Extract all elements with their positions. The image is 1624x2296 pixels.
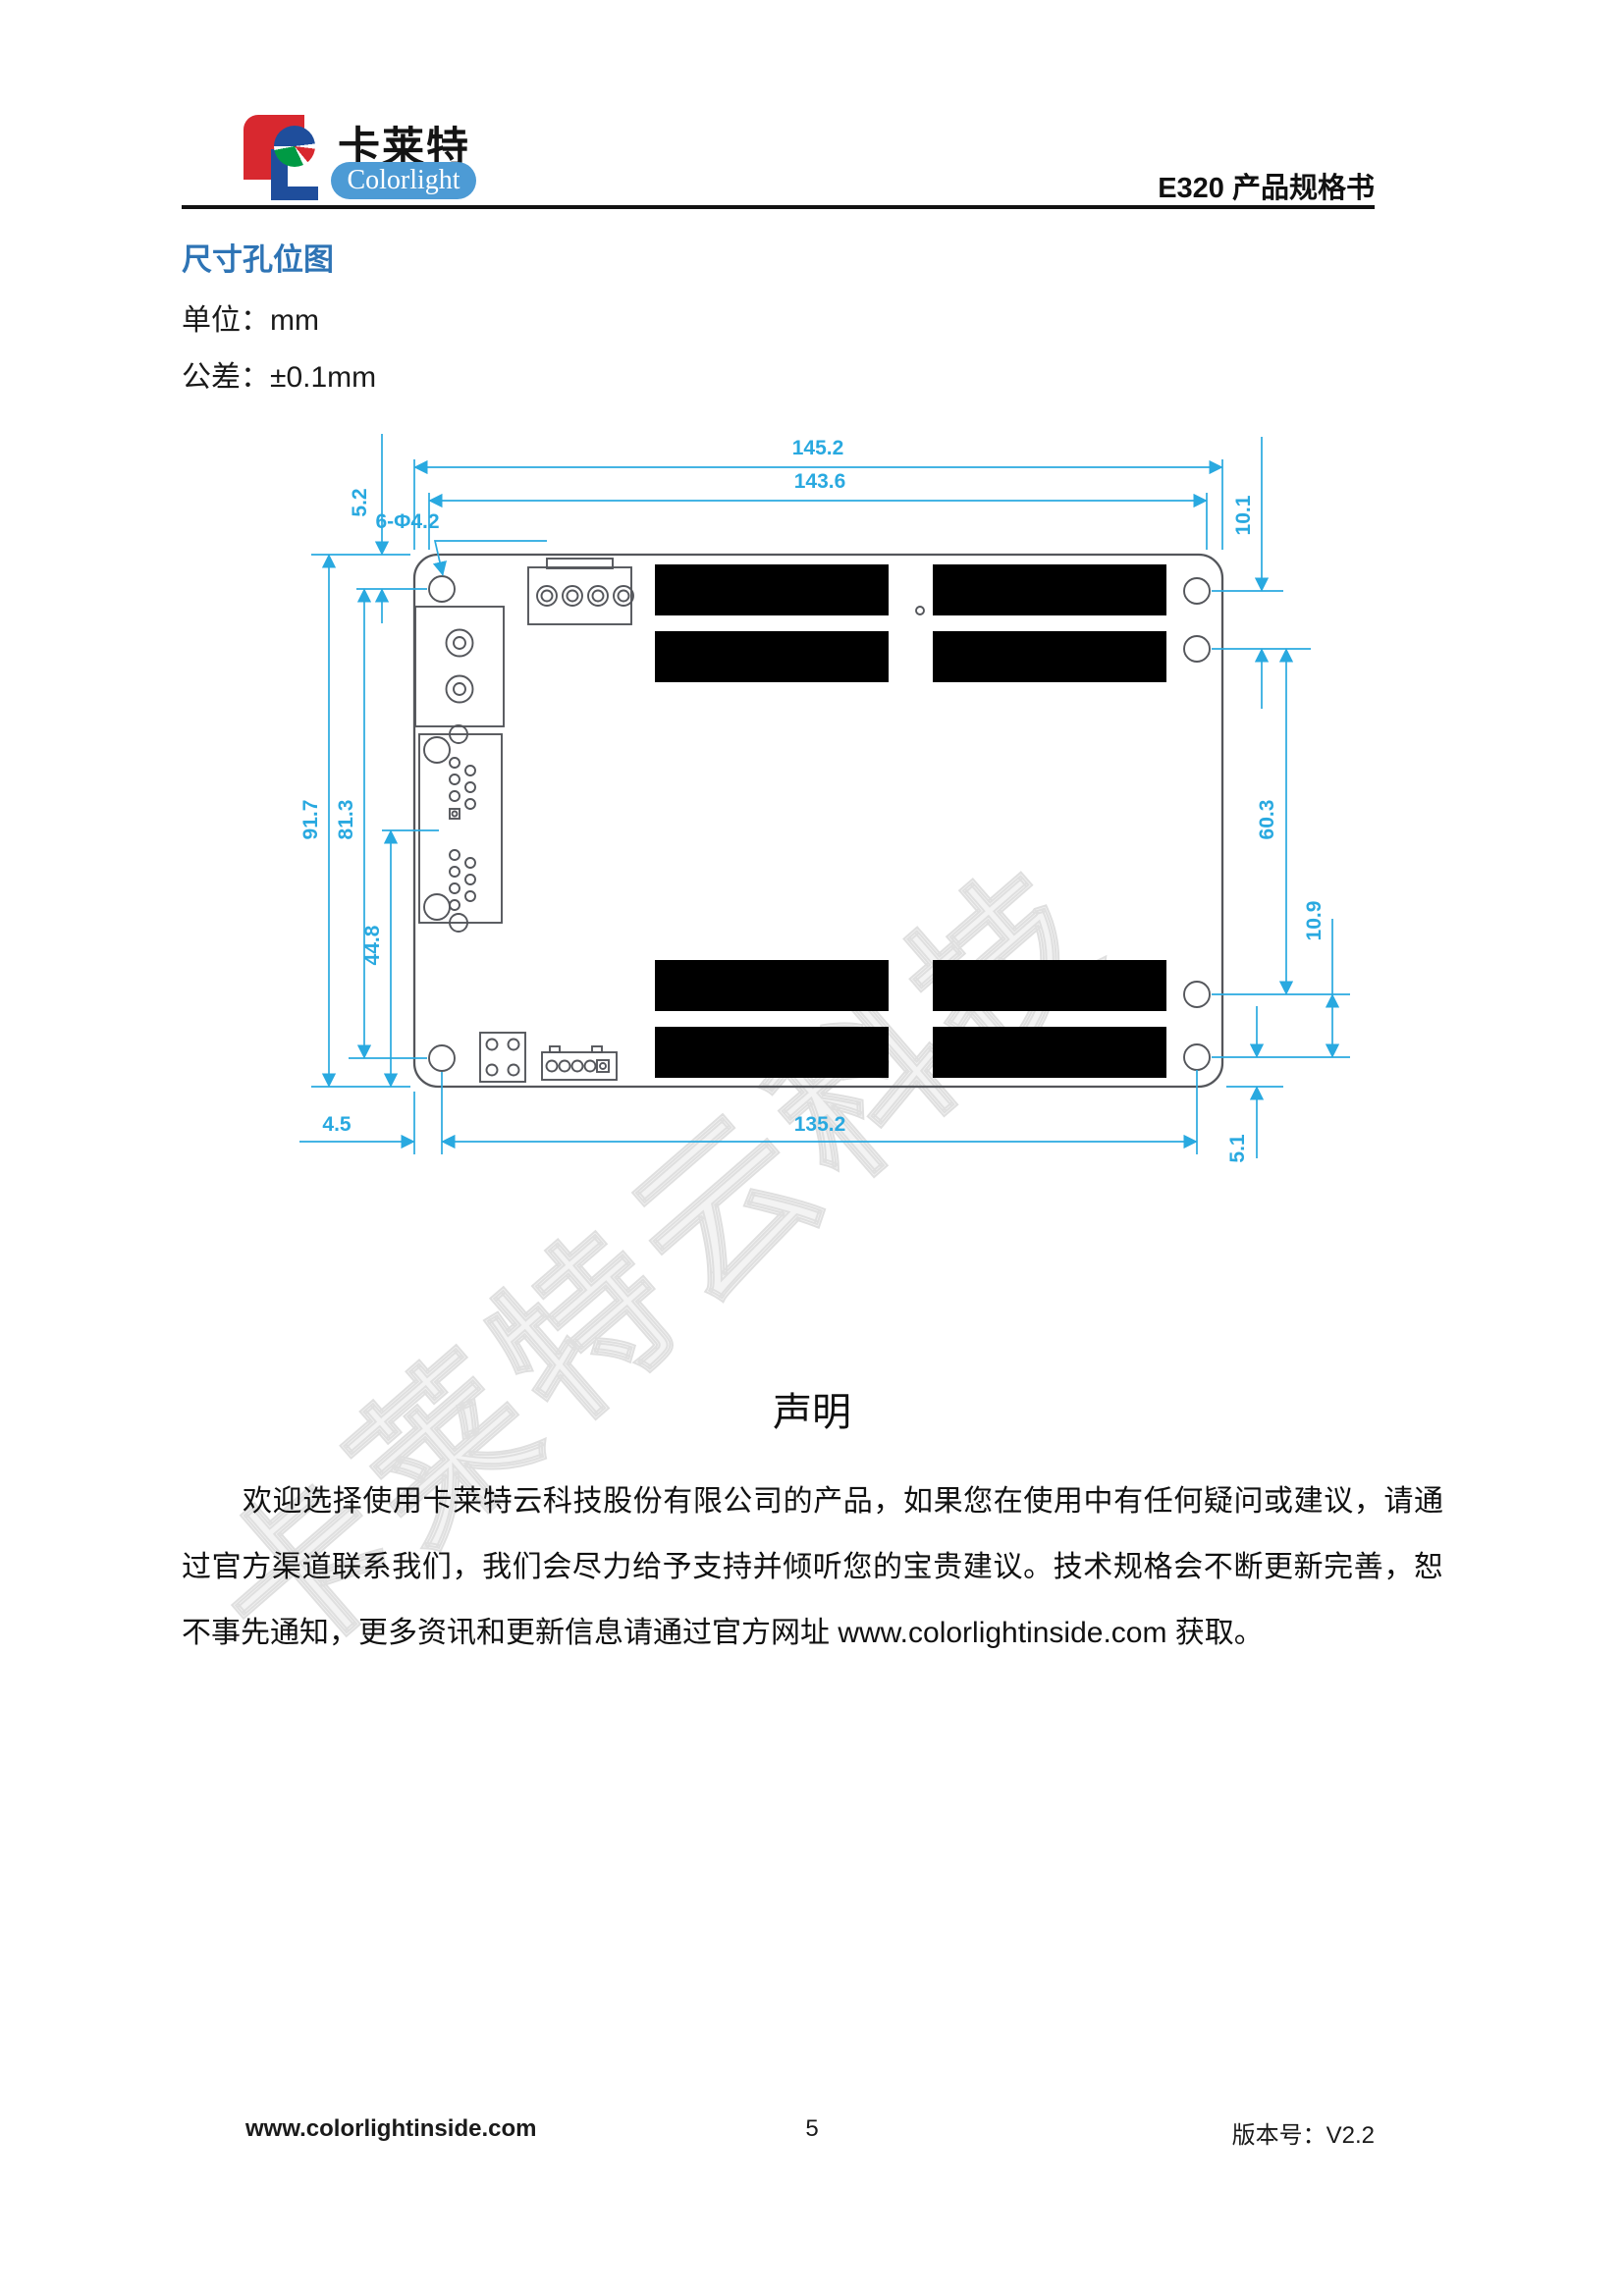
statement-title: 声明 [773,1391,851,1434]
serial-connector [418,724,503,933]
ribbon-connector [933,564,1166,615]
tolerance-label: 公差：±0.1mm [182,361,377,394]
ribbon-connector [933,631,1166,682]
ribbon-connector [655,960,889,1011]
section-title: 尺寸孔位图 [182,242,334,277]
ribbon-connector [933,960,1166,1011]
header-divider [182,205,1375,209]
dim-hole-callout: 6-Φ4.2 [375,510,439,533]
dim-bottom-span: 135.2 [794,1113,846,1136]
footer-version: 版本号：V2.2 [1231,2122,1375,2149]
ribbon-connector [655,631,889,682]
ribbon-connector [655,564,889,615]
dim-right-top-pitch: 10.1 [1232,495,1255,535]
footer-page-number: 5 [805,2115,819,2142]
pin-header-5 [541,1045,618,1081]
logo-tricolor-circle-icon [274,126,315,167]
push-button [479,1032,526,1083]
logo-english-name: Colorlight [331,162,476,199]
colorlight-logo: 卡莱特 Colorlight [244,112,509,205]
footer-website: www.colorlightinside.com [245,2115,537,2142]
power-terminal-block [527,558,634,625]
dim-width-inner: 143.6 [794,470,846,493]
statement-body: 欢迎选择使用卡莱特云科技股份有限公司的产品，如果您在使用中有任何疑问或建议，请通… [182,1485,1443,1649]
dim-width-total: 145.2 [792,437,844,459]
dim-bottom-left-inset: 4.5 [322,1113,352,1136]
pcb-board-outline [412,553,1224,1089]
dim-left-lower: 44.8 [361,925,384,965]
left-power-block [414,606,505,727]
dim-right-bottom-pitch: 10.9 [1303,901,1326,941]
document-title: E320 产品规格书 [1158,173,1375,204]
ribbon-connector [933,1027,1166,1078]
test-point [915,606,925,615]
dim-top-inset: 5.2 [349,488,371,516]
ribbon-connector [655,1027,889,1078]
logo-blue-l-foot [271,187,318,200]
dim-bottom-right-inset: 5.1 [1226,1134,1249,1163]
unit-label: 单位：mm [182,304,319,337]
dim-height-total: 91.7 [299,800,322,840]
dimension-drawing: 145.2 143.6 6-Φ4.2 5.2 91.7 81.3 44.8 10… [299,434,1350,1163]
dim-right-span: 60.3 [1256,800,1278,840]
dimension-annotations: 145.2 143.6 6-Φ4.2 5.2 91.7 81.3 44.8 10… [299,434,1350,1163]
dim-height-inner: 81.3 [335,800,357,840]
